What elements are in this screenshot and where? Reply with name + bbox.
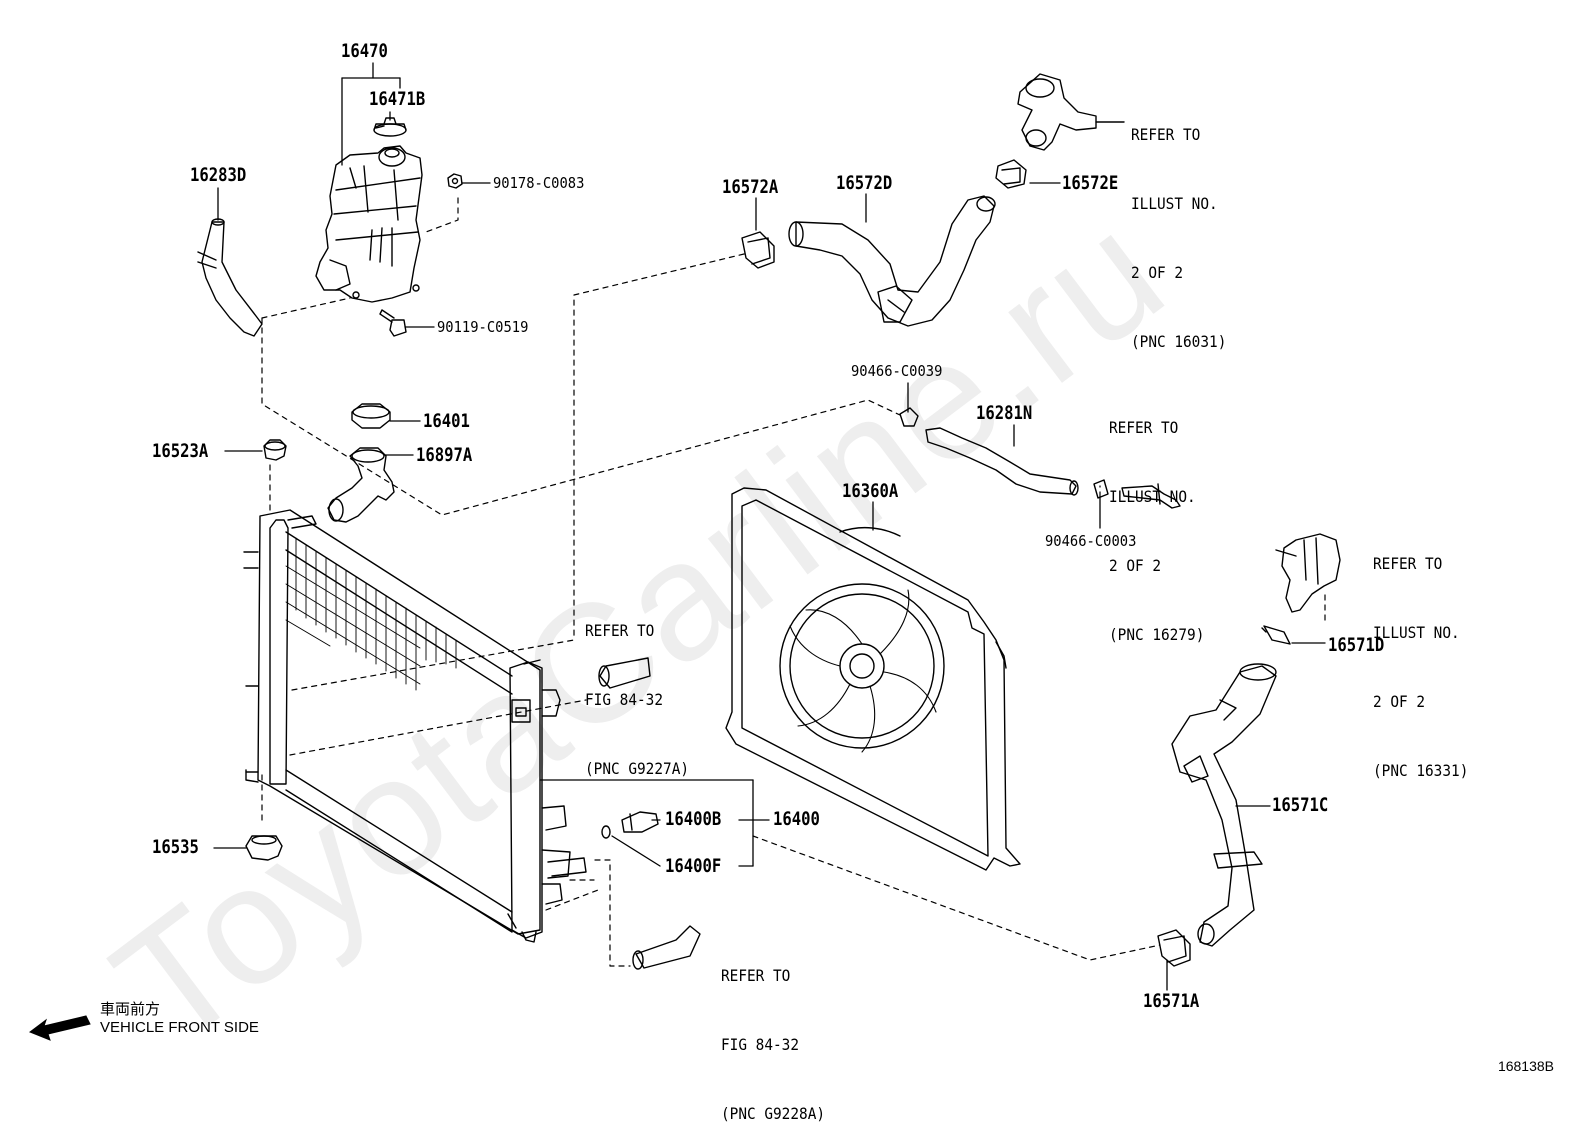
label-16400: 16400 [773,808,820,830]
hose-stub-lower [632,925,701,970]
filler-neck [327,447,395,523]
ref-line: REFER TO [721,966,791,985]
label-16572E: 16572E [1062,172,1119,194]
parts-diagram [197,62,1341,991]
ref-line: ILLUST NO. [1131,194,1218,213]
ref-line: (PNC 16279) [1109,625,1205,644]
fan-shroud [725,487,1021,871]
dashed-lines [261,197,1326,967]
drain-cock [621,811,659,833]
clamp-16572E [995,159,1027,189]
ref-line: 2 OF 2 [1131,263,1184,282]
label-16400F: 16400F [665,855,722,877]
ref-line: 2 OF 2 [1373,692,1426,711]
label-16400B: 16400B [665,808,722,830]
hose-16283D [197,218,263,337]
radiator [243,509,587,943]
water-outlet [1275,533,1341,613]
ref-line: REFER TO [585,621,655,640]
illustration-code: 168138B [1497,1058,1554,1074]
ref-block-G9227A: REFER TO FIG 84-32 (PNC G9227A) [585,573,689,803]
clip-90466-C0039 [899,407,919,427]
hose-16572D [788,195,996,327]
label-16571A: 16571A [1143,990,1200,1012]
hose-16281N [925,427,1079,496]
pipe-16279 [1121,483,1181,509]
label-90119-C0519: 90119-C0519 [437,318,529,336]
reservoir-cap [373,117,407,137]
sensor-16571D [1261,625,1291,645]
label-16471B: 16471B [369,88,426,110]
label-90466-C0003: 90466-C0003 [1045,532,1137,550]
fan-blades [789,589,937,753]
radiator-cap [351,403,391,429]
ref-line: FIG 84-32 [721,1035,800,1054]
clip-90466-C0003 [1093,479,1109,499]
leader-lines [213,62,1326,991]
label-16572A: 16572A [722,176,779,198]
ref-block-16279: REFER TO ILLUST NO. 2 OF 2 (PNC 16279) [1109,370,1204,669]
front-side-en: VEHICLE FRONT SIDE [100,1019,259,1036]
thermostat-housing [1017,73,1125,151]
label-16897A: 16897A [416,444,473,466]
label-90466-C0039: 90466-C0039 [851,362,943,380]
ref-line: ILLUST NO. [1373,623,1460,642]
hose-16571C [1171,663,1277,947]
reservoir-tank [315,145,423,303]
grommet-16523A [263,439,287,461]
ref-line: (PNC G9227A) [585,759,690,778]
ref-line: REFER TO [1131,125,1201,144]
ref-block-16031: REFER TO ILLUST NO. 2 OF 2 (PNC 16031) [1131,77,1226,376]
front-side-jp: 車両前方 [100,1001,161,1018]
ref-line: 2 OF 2 [1109,556,1162,575]
label-16571D: 16571D [1328,634,1385,656]
clamp-16571A [1157,929,1191,967]
label-16523A: 16523A [152,440,209,462]
label-16401: 16401 [423,410,470,432]
nut-90178 [447,173,463,189]
bolt-90119 [379,309,407,337]
label-90178-C0083: 90178-C0083 [493,174,585,192]
clamp-16572A [741,231,775,269]
ref-block-G9228A: REFER TO FIG 84-32 (PNC G9228A) [721,918,825,1148]
label-16283D: 16283D [190,164,247,186]
label-16571C: 16571C [1272,794,1329,816]
label-16470: 16470 [341,40,388,62]
ref-line: (PNC G9228A) [721,1104,826,1123]
hose-stub-upper [598,657,651,689]
ref-line: FIG 84-32 [585,690,664,709]
ref-line: ILLUST NO. [1109,487,1196,506]
label-16535: 16535 [152,836,199,858]
grommet-16535 [245,835,283,861]
label-16281N: 16281N [976,402,1033,424]
front-arrow-icon [28,1015,91,1041]
ref-line: REFER TO [1373,554,1443,573]
o-ring [601,825,611,839]
ref-line: REFER TO [1109,418,1179,437]
ref-block-16331: REFER TO ILLUST NO. 2 OF 2 (PNC 16331) [1373,506,1468,805]
label-16360A: 16360A [842,480,899,502]
ref-line: (PNC 16031) [1131,332,1227,351]
label-16572D: 16572D [836,172,893,194]
radiator-fins [285,537,457,691]
ref-line: (PNC 16331) [1373,761,1469,780]
